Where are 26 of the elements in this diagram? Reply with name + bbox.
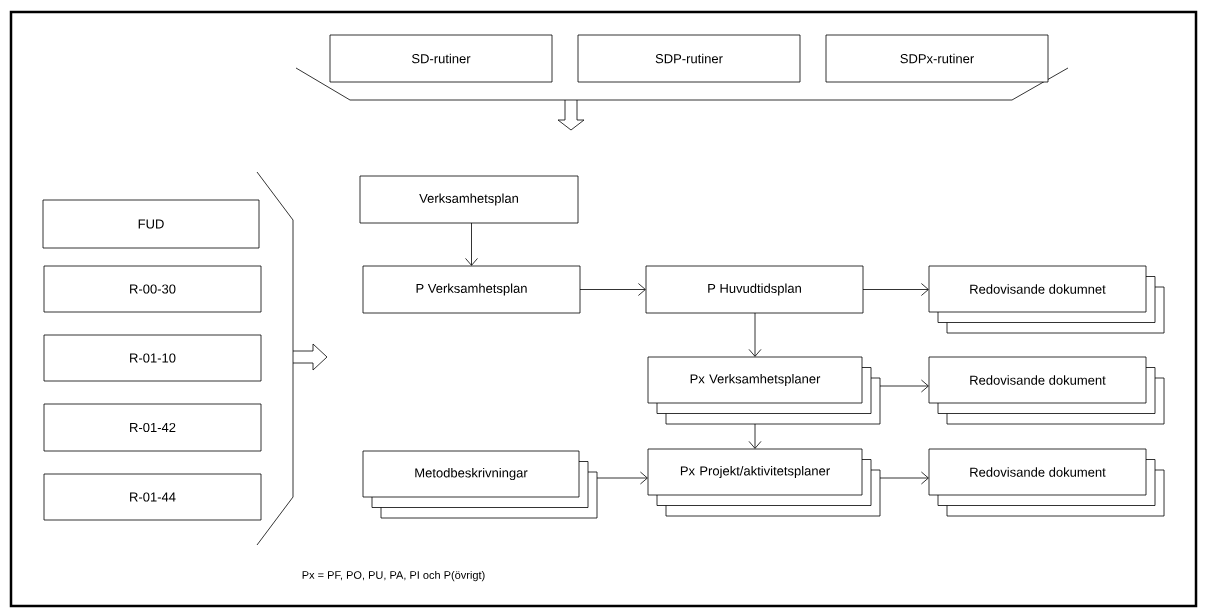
arrow — [748, 423, 762, 449]
document-stack: Redovisande dokumnet — [928, 265, 1165, 334]
process-box: Verksamhetsplan — [359, 175, 579, 224]
process-box: SDP-rutiner — [577, 34, 801, 83]
arrow — [579, 283, 646, 296]
note: Px = PF, PO, PU, PA, PI och P(övrigt) — [302, 570, 485, 582]
process-box: R-01-44 — [43, 473, 262, 521]
document-stack: Redovisande dokument — [928, 356, 1165, 425]
arrow — [748, 312, 762, 357]
document-stack: Redovisande dokument — [928, 448, 1165, 517]
process-box: SDPx-rutiner — [825, 34, 1049, 83]
process-box: P Huvudtidsplan — [645, 265, 864, 314]
arrow — [879, 471, 929, 485]
document-stack: Px Projekt/aktivitetsplaner — [647, 448, 881, 517]
document-stack: Px Verksamhetsplaner — [647, 356, 881, 425]
process-box: R-01-10 — [43, 334, 262, 382]
arrow — [465, 222, 478, 266]
arrow — [879, 379, 929, 393]
process-box: P Verksamhetsplan — [362, 265, 581, 314]
arrow — [862, 283, 929, 296]
process-box: R-00-30 — [43, 265, 262, 313]
process-box: SD-rutiner — [329, 34, 553, 83]
document-stack: Metodbeskrivningar — [362, 450, 598, 519]
arrow — [596, 471, 648, 485]
process-box: R-01-42 — [43, 403, 262, 452]
process-box: FUD — [42, 199, 260, 249]
